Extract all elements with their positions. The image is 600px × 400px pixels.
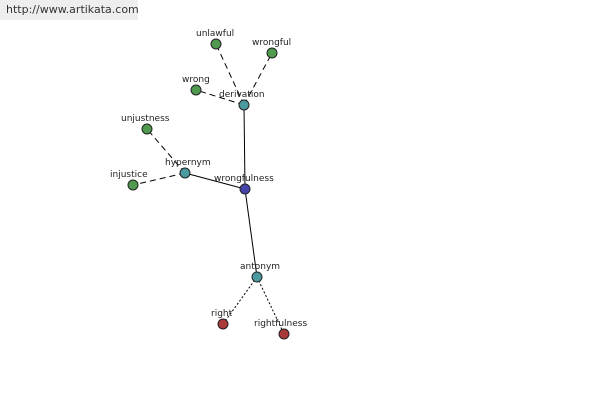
edge-wrongfulness-hypernym — [184, 172, 246, 190]
url-banner[interactable]: http://www.artikata.com — [0, 0, 139, 20]
node-dot-wrongful[interactable] — [266, 47, 278, 59]
edge-hypernym-injustice — [132, 172, 186, 186]
graph-nodes: wrongfulness derivation hypernym antonym unl… — [110, 29, 307, 340]
node-dot-unlawful[interactable] — [210, 38, 222, 50]
node-dot-derivation[interactable] — [238, 99, 250, 111]
node-unjustness[interactable]: unjustness — [121, 114, 170, 135]
node-wrongfulness[interactable]: wrongfulness — [214, 174, 274, 195]
node-dot-unjustness[interactable] — [141, 123, 153, 135]
node-wrongful[interactable]: wrongful — [252, 38, 291, 59]
node-dot-antonym[interactable] — [251, 271, 263, 283]
url-text[interactable]: http://www.artikata.com — [6, 3, 139, 16]
node-label-right[interactable]: right — [211, 309, 233, 319]
node-right[interactable]: right — [211, 309, 233, 330]
node-dot-wrong[interactable] — [190, 84, 202, 96]
node-label-antonym[interactable]: antonym — [240, 262, 280, 272]
node-label-rightfulness[interactable]: rightfulness — [254, 319, 307, 329]
edge-wrongfulness-antonym — [244, 188, 258, 278]
node-wrong[interactable]: wrong — [182, 75, 210, 96]
node-dot-hypernym[interactable] — [179, 167, 191, 179]
node-label-unjustness[interactable]: unjustness — [121, 114, 170, 124]
node-hypernym[interactable]: hypernym — [165, 158, 211, 179]
node-label-wrongfulness[interactable]: wrongfulness — [214, 174, 274, 184]
node-label-wrong[interactable]: wrong — [182, 75, 210, 85]
node-unlawful[interactable]: unlawful — [196, 29, 234, 50]
node-label-hypernym[interactable]: hypernym — [165, 158, 211, 168]
node-dot-injustice[interactable] — [127, 179, 139, 191]
edge-antonym-right — [222, 276, 258, 325]
edge-wrongfulness-derivation — [243, 104, 246, 190]
node-antonym[interactable]: antonym — [240, 262, 280, 283]
node-label-derivation[interactable]: derivation — [219, 90, 265, 100]
edge-derivation-wrong — [195, 89, 245, 106]
node-label-wrongful[interactable]: wrongful — [252, 38, 291, 48]
edge-derivation-unlawful — [215, 43, 245, 106]
node-injustice[interactable]: injustice — [110, 170, 148, 191]
node-derivation[interactable]: derivation — [219, 90, 265, 111]
node-dot-rightfulness[interactable] — [278, 328, 290, 340]
node-label-injustice[interactable]: injustice — [110, 170, 148, 180]
graph-edges — [132, 43, 285, 335]
edge-antonym-rightfulness — [256, 276, 285, 335]
node-dot-right[interactable] — [217, 318, 229, 330]
node-rightfulness[interactable]: rightfulness — [254, 319, 307, 340]
node-label-unlawful[interactable]: unlawful — [196, 29, 234, 39]
node-dot-wrongfulness[interactable] — [239, 183, 251, 195]
